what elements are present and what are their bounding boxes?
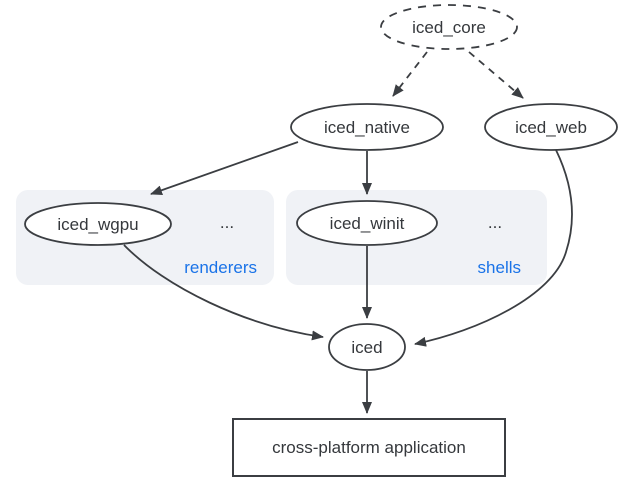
edge-iced_core-to-iced_native [392,51,428,97]
group-shells-ellipsis: ... [488,213,502,232]
node-iced_web-label: iced_web [515,118,587,137]
node-iced_wgpu [24,202,172,246]
node-cross-platform-application [232,418,506,477]
node-iced_web [484,103,618,151]
node-iced_native [290,103,444,151]
edge-iced_native-to-iced_wgpu [150,141,299,196]
edge-iced_web-to-iced [414,149,573,347]
node-iced_core [380,4,518,50]
edge-iced_wgpu-to-iced [123,244,324,341]
edge-iced_core-to-iced_web [468,51,524,99]
node-iced_core-label: iced_core [412,18,486,37]
node-cross-platform-application-label: cross-platform application [272,438,466,457]
node-iced_winit [296,200,438,246]
group-shells-label: shells [478,258,521,277]
node-iced [328,323,406,371]
node-iced_native-label: iced_native [324,118,410,137]
node-iced_wgpu-label: iced_wgpu [57,215,138,234]
node-iced_winit-label: iced_winit [330,214,405,233]
group-renderers-ellipsis: ... [220,213,234,232]
node-iced-label: iced [351,338,382,357]
group-renderers-label: renderers [184,258,257,277]
